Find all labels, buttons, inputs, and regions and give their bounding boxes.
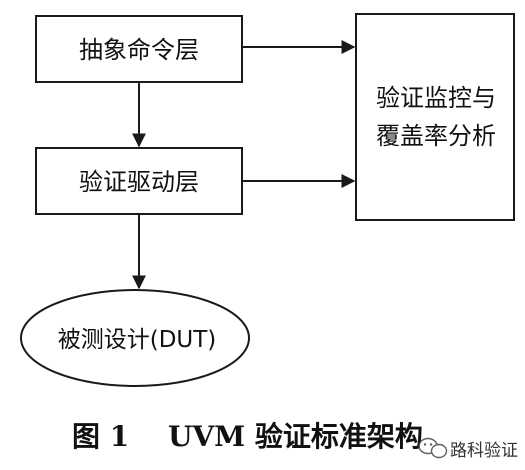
monitor-coverage-node: 验证监控与 覆盖率分析 xyxy=(355,13,515,221)
figure-title: UVM 验证标准架构 xyxy=(168,420,423,453)
watermark-text: 路科验证 xyxy=(450,441,518,461)
figure-number: 图 1 xyxy=(72,420,129,453)
watermark: 路科验证 xyxy=(418,437,518,461)
wechat-icon xyxy=(418,437,448,459)
abstract-command-layer-box xyxy=(35,15,243,83)
monitor-coverage-box xyxy=(355,13,515,221)
verification-driver-layer-box xyxy=(35,147,243,215)
abstract-command-layer-label: 抽象命令层 xyxy=(79,36,199,64)
verification-driver-layer-label: 验证驱动层 xyxy=(79,168,199,196)
dut-ellipse xyxy=(20,289,250,387)
monitor-coverage-label-line1: 验证监控与 xyxy=(376,84,496,112)
dut-node: 被测设计(DUT) xyxy=(20,289,250,387)
verification-driver-layer-node: 验证驱动层 xyxy=(35,147,243,215)
monitor-coverage-label-line2: 覆盖率分析 xyxy=(376,122,496,150)
figure-caption: 图 1 UVM 验证标准架构 xyxy=(72,420,423,453)
abstract-command-layer-node: 抽象命令层 xyxy=(35,15,243,83)
dut-label: 被测设计(DUT) xyxy=(58,327,217,353)
